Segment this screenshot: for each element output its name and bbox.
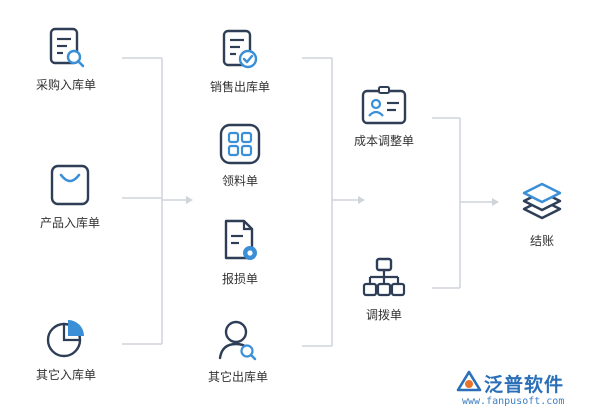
node-report-loss: 报损单 xyxy=(190,218,290,287)
node-sales-out: 销售出库单 xyxy=(190,28,290,95)
node-other-out: 其它出库单 xyxy=(188,318,288,385)
shopping-bag-icon xyxy=(50,164,90,206)
arrowhead-col3 xyxy=(492,198,499,206)
node-label: 产品入库单 xyxy=(39,216,100,230)
grid-apps-icon xyxy=(219,123,261,165)
node-material-pick: 领料单 xyxy=(190,122,290,189)
node-label: 其它出库单 xyxy=(207,370,268,384)
node-label: 报损单 xyxy=(221,272,258,286)
node-other-in: 其它入库单 xyxy=(16,316,116,383)
arrowhead-col2 xyxy=(358,196,365,204)
node-purchase-in: 采购入库单 xyxy=(16,26,116,93)
brand-logo-icon xyxy=(456,370,482,392)
node-label: 结账 xyxy=(529,234,554,248)
id-card-icon xyxy=(361,86,407,125)
layers-stack-icon xyxy=(522,182,562,220)
pie-chart-icon xyxy=(46,320,84,358)
brand-name: 泛普软件 xyxy=(484,374,565,396)
brand-url: www.fanpusoft.com xyxy=(462,396,565,407)
node-label: 成本调整单 xyxy=(353,134,414,148)
node-label: 领料单 xyxy=(221,174,258,188)
node-label: 其它入库单 xyxy=(35,368,96,382)
node-cost-adjust: 成本调整单 xyxy=(334,86,434,149)
node-label: 销售出库单 xyxy=(209,80,270,94)
org-chart-icon xyxy=(362,257,406,297)
document-gear-icon xyxy=(224,219,257,260)
user-search-icon xyxy=(218,320,257,361)
node-settle: 结账 xyxy=(492,180,589,249)
node-label: 采购入库单 xyxy=(35,78,96,92)
node-label: 调拨单 xyxy=(365,308,402,322)
document-search-icon xyxy=(49,27,85,68)
node-transfer: 调拨单 xyxy=(334,256,434,323)
document-check-icon xyxy=(222,29,258,69)
node-product-in: 产品入库单 xyxy=(20,162,120,231)
brand-watermark: 泛普软件 www.fanpusoft.com xyxy=(454,370,586,414)
arrowhead-col1 xyxy=(186,196,193,204)
